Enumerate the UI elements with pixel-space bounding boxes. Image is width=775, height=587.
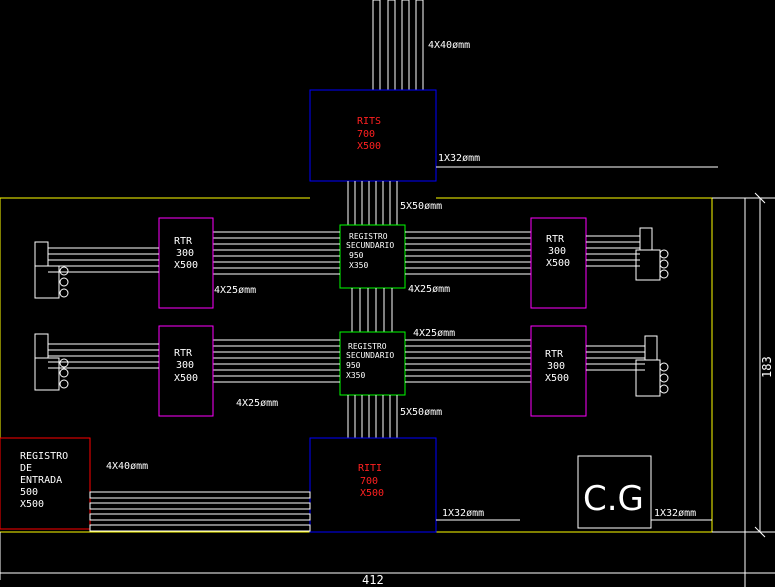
riti-size-a: 700 — [360, 476, 378, 487]
label-rtr-tl: 4X25ømm — [214, 285, 256, 296]
rtr-top-right — [530, 217, 587, 309]
reg-top-l4: X350 — [349, 261, 368, 270]
rtr-tr-l1: RTR — [546, 234, 565, 245]
bundle-bottom-right — [405, 339, 531, 383]
label-rits-side: 1X32ømm — [438, 153, 480, 164]
rtr-bottom-right — [530, 325, 587, 417]
entrada-l4: 500 — [20, 487, 38, 498]
rtr-tr-l2: 300 — [548, 246, 566, 257]
rtr-br-l1: RTR — [545, 349, 564, 360]
label-vertical-bottom: 5X50ømm — [400, 407, 442, 418]
riser-lower — [347, 395, 398, 438]
cuarto-general-label: C.G — [583, 479, 644, 519]
cuarto-general-box — [577, 455, 652, 529]
outlets-right-top — [586, 227, 669, 281]
label-riti-side: 1X32ømm — [442, 508, 484, 519]
registro-entrada-box — [0, 437, 91, 530]
entrada-l2: DE — [20, 463, 32, 474]
riser-upper — [347, 181, 398, 225]
rits-name: RITS — [357, 116, 381, 127]
reg-bot-l3: 950 — [346, 361, 361, 370]
entrada-l5: X500 — [20, 499, 44, 510]
entrada-pipes — [89, 491, 311, 532]
reg-top-l1: REGISTRO — [349, 232, 388, 241]
reg-top-l3: 950 — [349, 251, 364, 260]
bundle-bottom-left — [213, 339, 340, 383]
outlets-right-bottom — [586, 335, 669, 397]
label-rtr-bl: 4X25ømm — [236, 398, 278, 409]
riti-size-b: X500 — [360, 488, 384, 499]
dimension-lines — [0, 192, 775, 587]
outlets-left-bottom — [34, 333, 159, 391]
reg-top-l2: SECUNDARIO — [346, 241, 394, 250]
label-top-feed: 4X40ømm — [428, 40, 470, 51]
rits-size-b: X500 — [357, 141, 381, 152]
rits-size-a: 700 — [357, 129, 375, 140]
label-vertical-top: 5X50ømm — [400, 201, 442, 212]
rtr-br-l3: X500 — [545, 373, 569, 384]
entrada-l3: ENTRADA — [20, 475, 62, 486]
reg-bot-l2: SECUNDARIO — [346, 351, 394, 360]
rtr-top-left — [158, 217, 214, 309]
rits-box — [309, 89, 437, 182]
outlets-left-top — [34, 241, 159, 299]
rtr-br-l2: 300 — [547, 361, 565, 372]
rtr-bl-l3: X500 — [174, 373, 198, 384]
label-entrada: 4X40ømm — [106, 461, 148, 472]
label-rtr-br: 4X25ømm — [413, 328, 455, 339]
reg-bot-l1: REGISTRO — [348, 342, 387, 351]
riti-name: RITI — [358, 463, 382, 474]
bundle-top-left — [213, 231, 340, 275]
riti-box — [309, 437, 437, 533]
rtr-bottom-left — [158, 325, 214, 417]
riser-middle — [351, 288, 393, 332]
entrada-l1: REGISTRO — [20, 451, 68, 462]
label-cg-side: 1X32ømm — [654, 508, 696, 519]
rtr-tl-l1: RTR — [174, 236, 193, 247]
reg-bot-l4: X350 — [346, 371, 365, 380]
label-rtr-tr: 4X25ømm — [408, 284, 450, 295]
rtr-tr-l3: X500 — [546, 258, 570, 269]
rtr-bl-l2: 300 — [176, 360, 194, 371]
dimension-width: 412 — [362, 573, 384, 587]
dimension-height: 183 — [760, 356, 774, 378]
rtr-bl-l1: RTR — [174, 348, 193, 359]
rtr-tl-l2: 300 — [176, 248, 194, 259]
bundle-top-right — [405, 231, 531, 275]
rtr-tl-l3: X500 — [174, 260, 198, 271]
